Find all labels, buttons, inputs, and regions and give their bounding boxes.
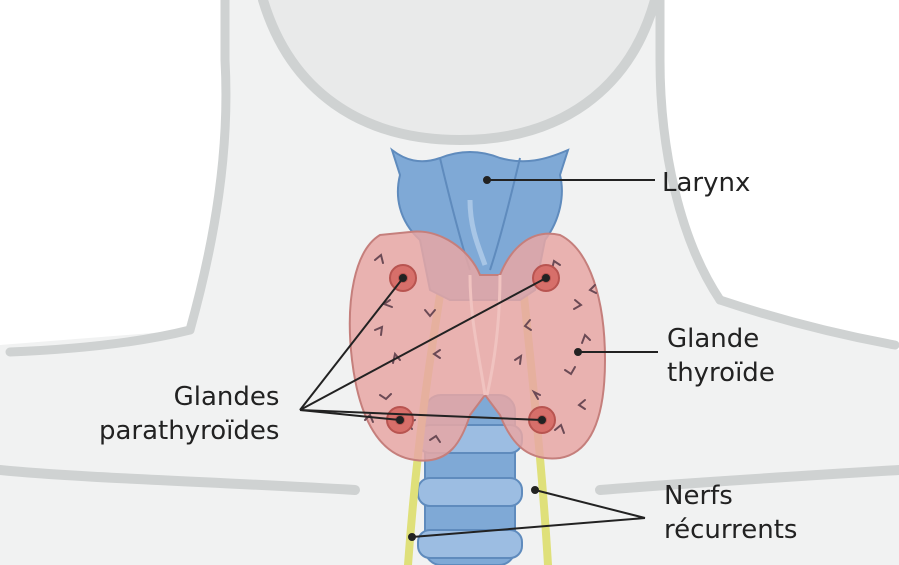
label-nerves-line2: récurrents bbox=[664, 513, 797, 547]
label-thyroid-gland: Glande thyroïde bbox=[667, 322, 775, 390]
label-parathyroid-line2: parathyroïdes bbox=[99, 414, 279, 448]
label-parathyroid-line1: Glandes bbox=[99, 380, 279, 414]
label-parathyroid-glands: Glandes parathyroïdes bbox=[99, 380, 279, 448]
label-thyroid-line2: thyroïde bbox=[667, 356, 775, 390]
label-larynx: Larynx bbox=[662, 166, 750, 200]
label-recurrent-nerves: Nerfs récurrents bbox=[664, 479, 797, 547]
label-thyroid-line1: Glande bbox=[667, 322, 775, 356]
label-larynx-text: Larynx bbox=[662, 166, 750, 200]
label-nerves-line1: Nerfs bbox=[664, 479, 797, 513]
